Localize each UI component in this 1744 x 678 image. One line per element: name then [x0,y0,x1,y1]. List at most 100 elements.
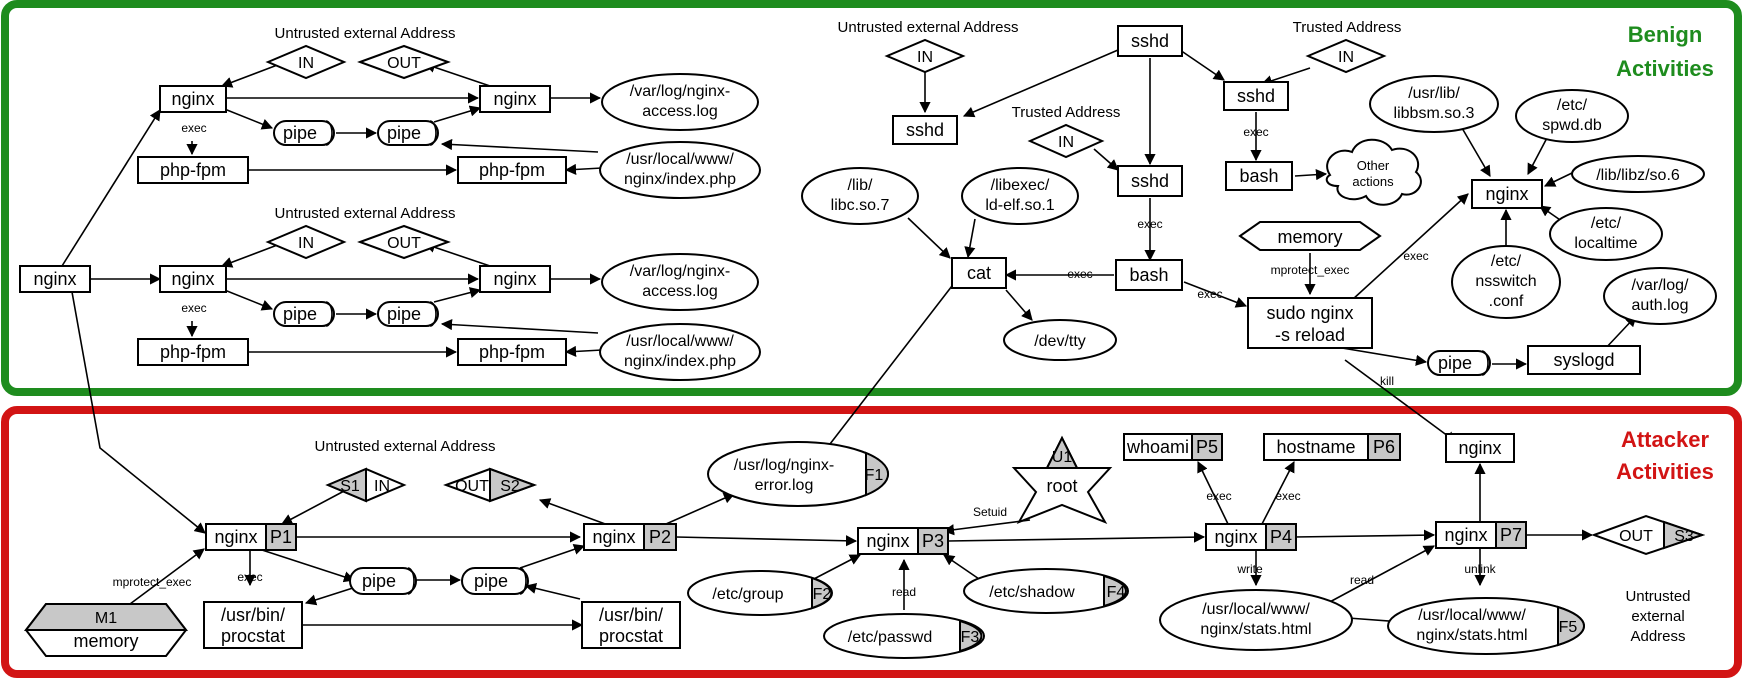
node-libc: /lib/ libc.so.7 [801,167,919,225]
node-a-s1: S1 IN [325,467,407,503]
svg-text:auth.log: auth.log [1632,297,1689,314]
node-localtime: /etc/ localtime [1549,207,1663,261]
attacker-region [1,406,1742,678]
node-a-f4: /etc/shadow F4 [963,568,1129,614]
caption-untrusted-5a: Untrusted [1625,588,1690,605]
node-g2-in: IN [265,224,347,260]
svg-text:/usr/log/nginx-: /usr/log/nginx- [734,457,835,474]
edge-label-mprotect-1: mprotect_exec [1271,263,1350,277]
svg-text:F2: F2 [813,586,832,603]
svg-text:error.log: error.log [755,477,814,494]
node-g1-nginx-b: nginx [479,85,551,113]
edge-label-read-2: read [1350,573,1374,587]
svg-text:U1: U1 [1052,449,1073,466]
node-sudo-nginx: sudo nginx -s reload [1247,297,1373,349]
node-g2-phpfpm-b: php-fpm [457,338,567,366]
caption-untrusted-3: Untrusted external Address [838,19,1019,36]
edge-label-exec-6: exec [1197,287,1222,301]
node-g1-phpfpm-b: php-fpm [457,156,567,184]
svg-text:/libexec/: /libexec/ [991,177,1050,194]
svg-text:P6: P6 [1373,437,1395,457]
svg-text:-s reload: -s reload [1275,325,1345,345]
node-sshd-top: sshd [1117,25,1183,57]
node-pipe-sys: pipe [1427,350,1491,376]
node-memory-top: memory [1238,221,1382,251]
svg-text:IN: IN [1058,134,1074,151]
node-a-p7: nginx P7 [1435,521,1527,549]
svg-text:nsswitch: nsswitch [1475,273,1536,290]
svg-text:memory: memory [73,631,138,651]
svg-text:/etc/: /etc/ [1491,253,1522,270]
node-libz: /lib/libz/so.6 [1571,155,1705,193]
svg-text:IN: IN [917,49,933,66]
edge-label-read-1: read [892,585,916,599]
svg-text:/var/log/: /var/log/ [1632,277,1689,294]
svg-text:nginx/index.php: nginx/index.php [624,353,736,370]
node-a-p4: nginx P4 [1205,523,1297,551]
svg-text:php-fpm: php-fpm [160,160,226,180]
node-g1-pipe-a: pipe [273,120,335,146]
node-a-s2: OUT S2 [443,467,537,503]
svg-text:whoami: whoami [1126,437,1189,457]
attacker-title-1: Attacker [1621,427,1709,452]
benign-title-2: Activities [1616,56,1714,81]
svg-text:/usr/bin/: /usr/bin/ [599,605,663,625]
svg-text:/etc/passwd: /etc/passwd [848,629,932,646]
node-a-pipe-a: pipe [349,567,417,595]
node-a-p1: nginx P1 [205,523,297,551]
node-spwd: /etc/ spwd.db [1515,89,1629,143]
node-sshd-mid: sshd [1117,165,1183,197]
node-a-s3: OUT S3 [1591,514,1706,556]
node-g2-phpfpm-a: php-fpm [137,338,249,366]
svg-text:bash: bash [1129,265,1168,285]
node-bash-mid: bash [1115,259,1183,291]
node-a-nginx-top: nginx [1445,433,1515,463]
svg-text:pipe: pipe [474,571,508,591]
edge-label-exec-4: exec [1137,217,1162,231]
node-a-f3: /etc/passwd F3 [823,613,985,659]
caption-untrusted-4: Untrusted external Address [315,438,496,455]
node-ssh-trusted-in: IN [1305,38,1387,74]
svg-text:F4: F4 [1107,584,1126,601]
svg-text:nginx: nginx [33,269,76,289]
node-g1-nginx-a: nginx [159,85,227,113]
svg-text:/usr/local/www/: /usr/local/www/ [626,333,734,350]
svg-text:IN: IN [298,235,314,252]
svg-text:/usr/local/www/: /usr/local/www/ [626,151,734,168]
svg-text:S2: S2 [500,478,520,495]
node-bash-right: bash [1225,161,1293,191]
node-a-p5: whoami P5 [1123,433,1223,461]
svg-text:pipe: pipe [387,123,421,143]
svg-text:sshd: sshd [1131,171,1169,191]
node-nginx-root: nginx [19,265,91,293]
caption-untrusted-5b: external [1631,608,1684,625]
svg-text:IN: IN [298,55,314,72]
svg-text:memory: memory [1277,227,1342,247]
svg-text:S1: S1 [340,478,360,495]
node-sshd-right: sshd [1223,81,1289,111]
caption-untrusted-1: Untrusted external Address [275,25,456,42]
svg-text:Other: Other [1357,158,1390,173]
node-a-p2: nginx P2 [583,523,677,551]
node-g2-pipe-b: pipe [377,301,439,327]
svg-text:S3: S3 [1674,528,1694,545]
svg-text:ld-elf.so.1: ld-elf.so.1 [985,197,1054,214]
svg-text:/usr/lib/: /usr/lib/ [1408,85,1460,102]
edge-label-exec-7: exec [1403,249,1428,263]
svg-text:P5: P5 [1196,437,1218,457]
svg-text:nginx/index.php: nginx/index.php [624,171,736,188]
svg-text:sshd: sshd [906,120,944,140]
svg-text:pipe: pipe [362,571,396,591]
svg-text:spwd.db: spwd.db [1542,117,1602,134]
node-g1-index: /usr/local/www/ nginx/index.php [599,141,761,199]
svg-text:/usr/local/www/: /usr/local/www/ [1418,607,1526,624]
svg-text:nginx: nginx [493,269,536,289]
svg-text:php-fpm: php-fpm [479,160,545,180]
svg-text:procstat: procstat [221,626,285,646]
svg-text:localtime: localtime [1574,235,1637,252]
node-g2-index: /usr/local/www/ nginx/index.php [599,323,761,381]
svg-text:sshd: sshd [1237,86,1275,106]
svg-text:P3: P3 [922,531,944,551]
edge-label-exec-10: exec [1275,489,1300,503]
svg-text:sshd: sshd [1131,31,1169,51]
